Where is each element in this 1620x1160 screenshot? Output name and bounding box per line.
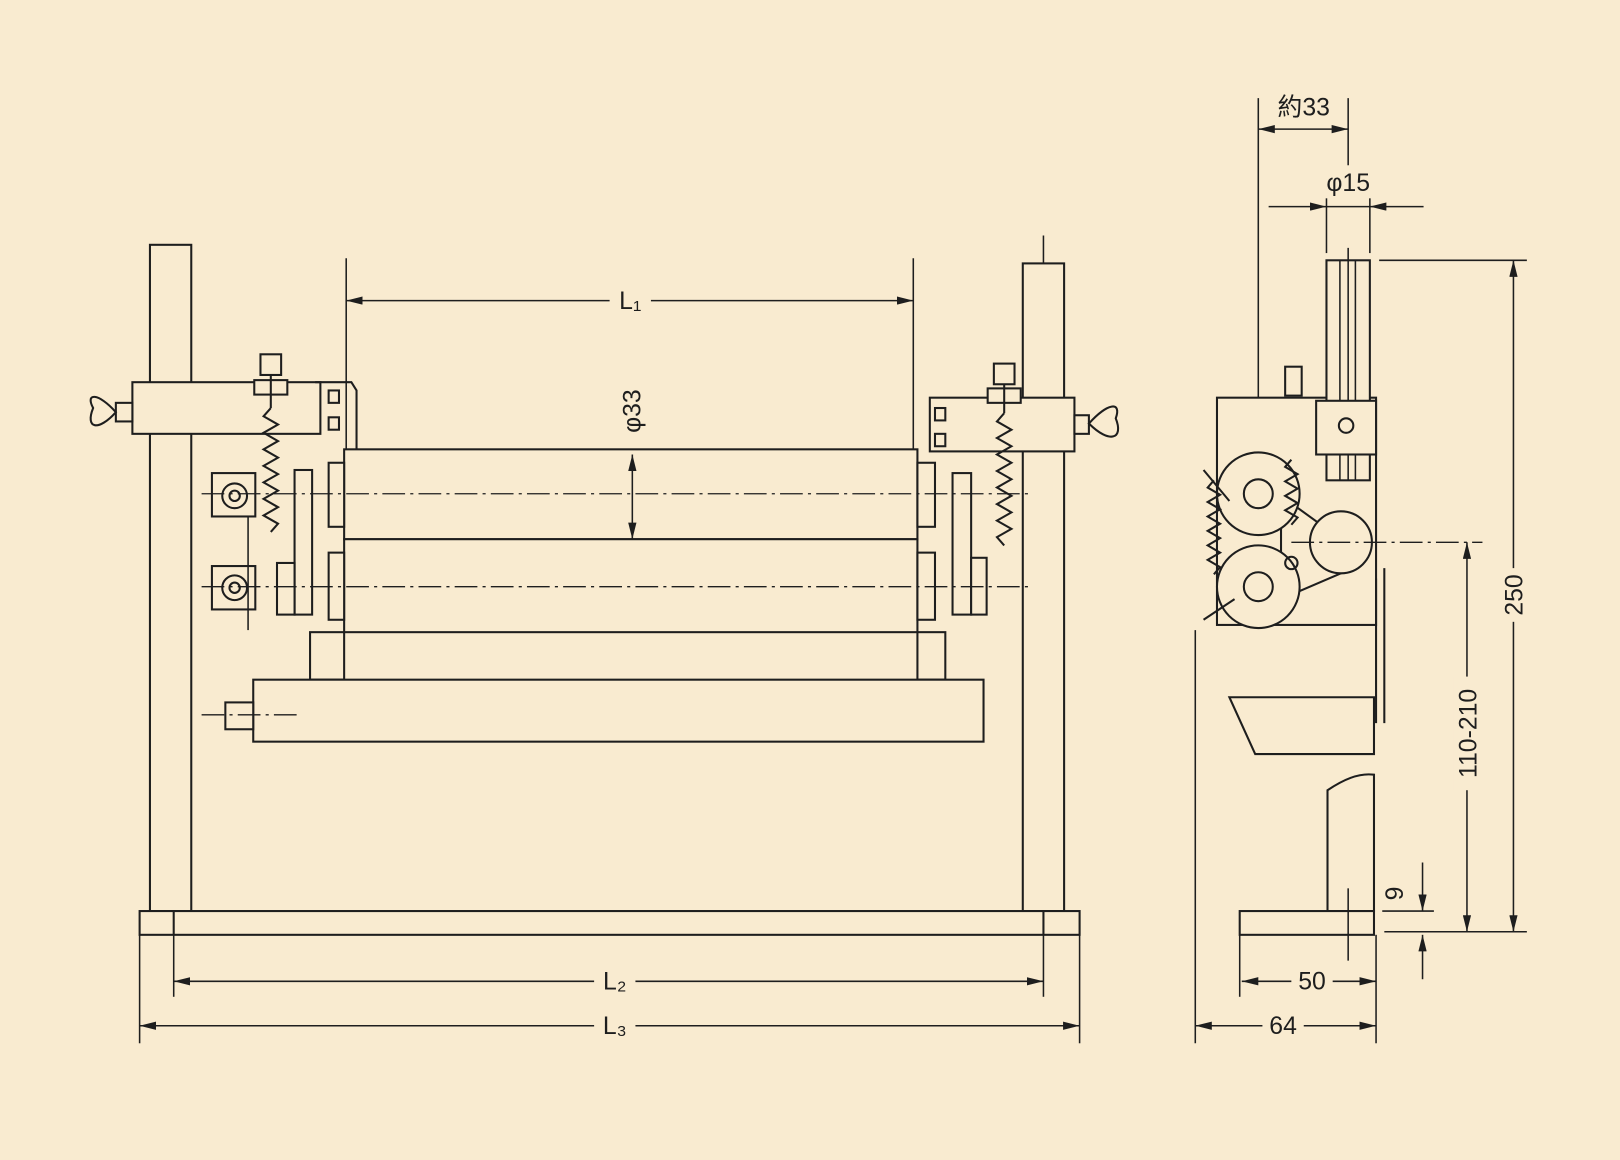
lower-bar — [252, 678, 985, 743]
side-view: 約33 φ15 250 110-210 9 50 64 — [1194, 94, 1529, 1044]
left-adjust-screw — [253, 353, 289, 409]
right-clamp — [928, 396, 1120, 453]
front-view: L₁ φ33 L₂ L₃ — [89, 235, 1120, 1044]
dim-9-label: 9 — [1382, 887, 1409, 901]
left-clamp — [89, 381, 358, 450]
dim-110-210-label: 110-210 — [1455, 689, 1482, 778]
side-lower-plate — [1326, 773, 1376, 913]
right-bracket-plate — [951, 472, 973, 616]
wing-nut-icon — [89, 395, 118, 427]
dim-250-label: 250 — [1502, 574, 1529, 615]
right-support-leg — [916, 631, 947, 681]
dim-l3-label: L₃ — [603, 1013, 627, 1040]
side-lower-roller — [1215, 544, 1301, 630]
side-foot — [1238, 910, 1376, 936]
dim-approx33-label: 約33 — [1278, 94, 1330, 122]
side-clamp — [1315, 399, 1378, 456]
lower-roller — [343, 538, 919, 634]
dim-l1-label: L₁ — [619, 288, 641, 315]
wing-nut-icon — [1087, 405, 1120, 438]
side-tray — [1227, 696, 1376, 756]
base-plate — [138, 910, 1081, 936]
dim-50-label: 50 — [1298, 969, 1326, 996]
left-support-leg — [309, 631, 346, 681]
right-adjust-screw — [986, 362, 1022, 414]
dim-phi15-label: φ15 — [1326, 170, 1370, 197]
left-bracket-plate — [293, 468, 314, 616]
dim-phi33-label: φ33 — [620, 389, 647, 433]
right-post — [1021, 262, 1066, 913]
left-spring — [261, 407, 281, 533]
right-spring — [994, 412, 1014, 547]
left-post — [148, 243, 193, 913]
dim-64-label: 64 — [1269, 1013, 1297, 1040]
dim-l2-label: L₂ — [603, 969, 626, 996]
